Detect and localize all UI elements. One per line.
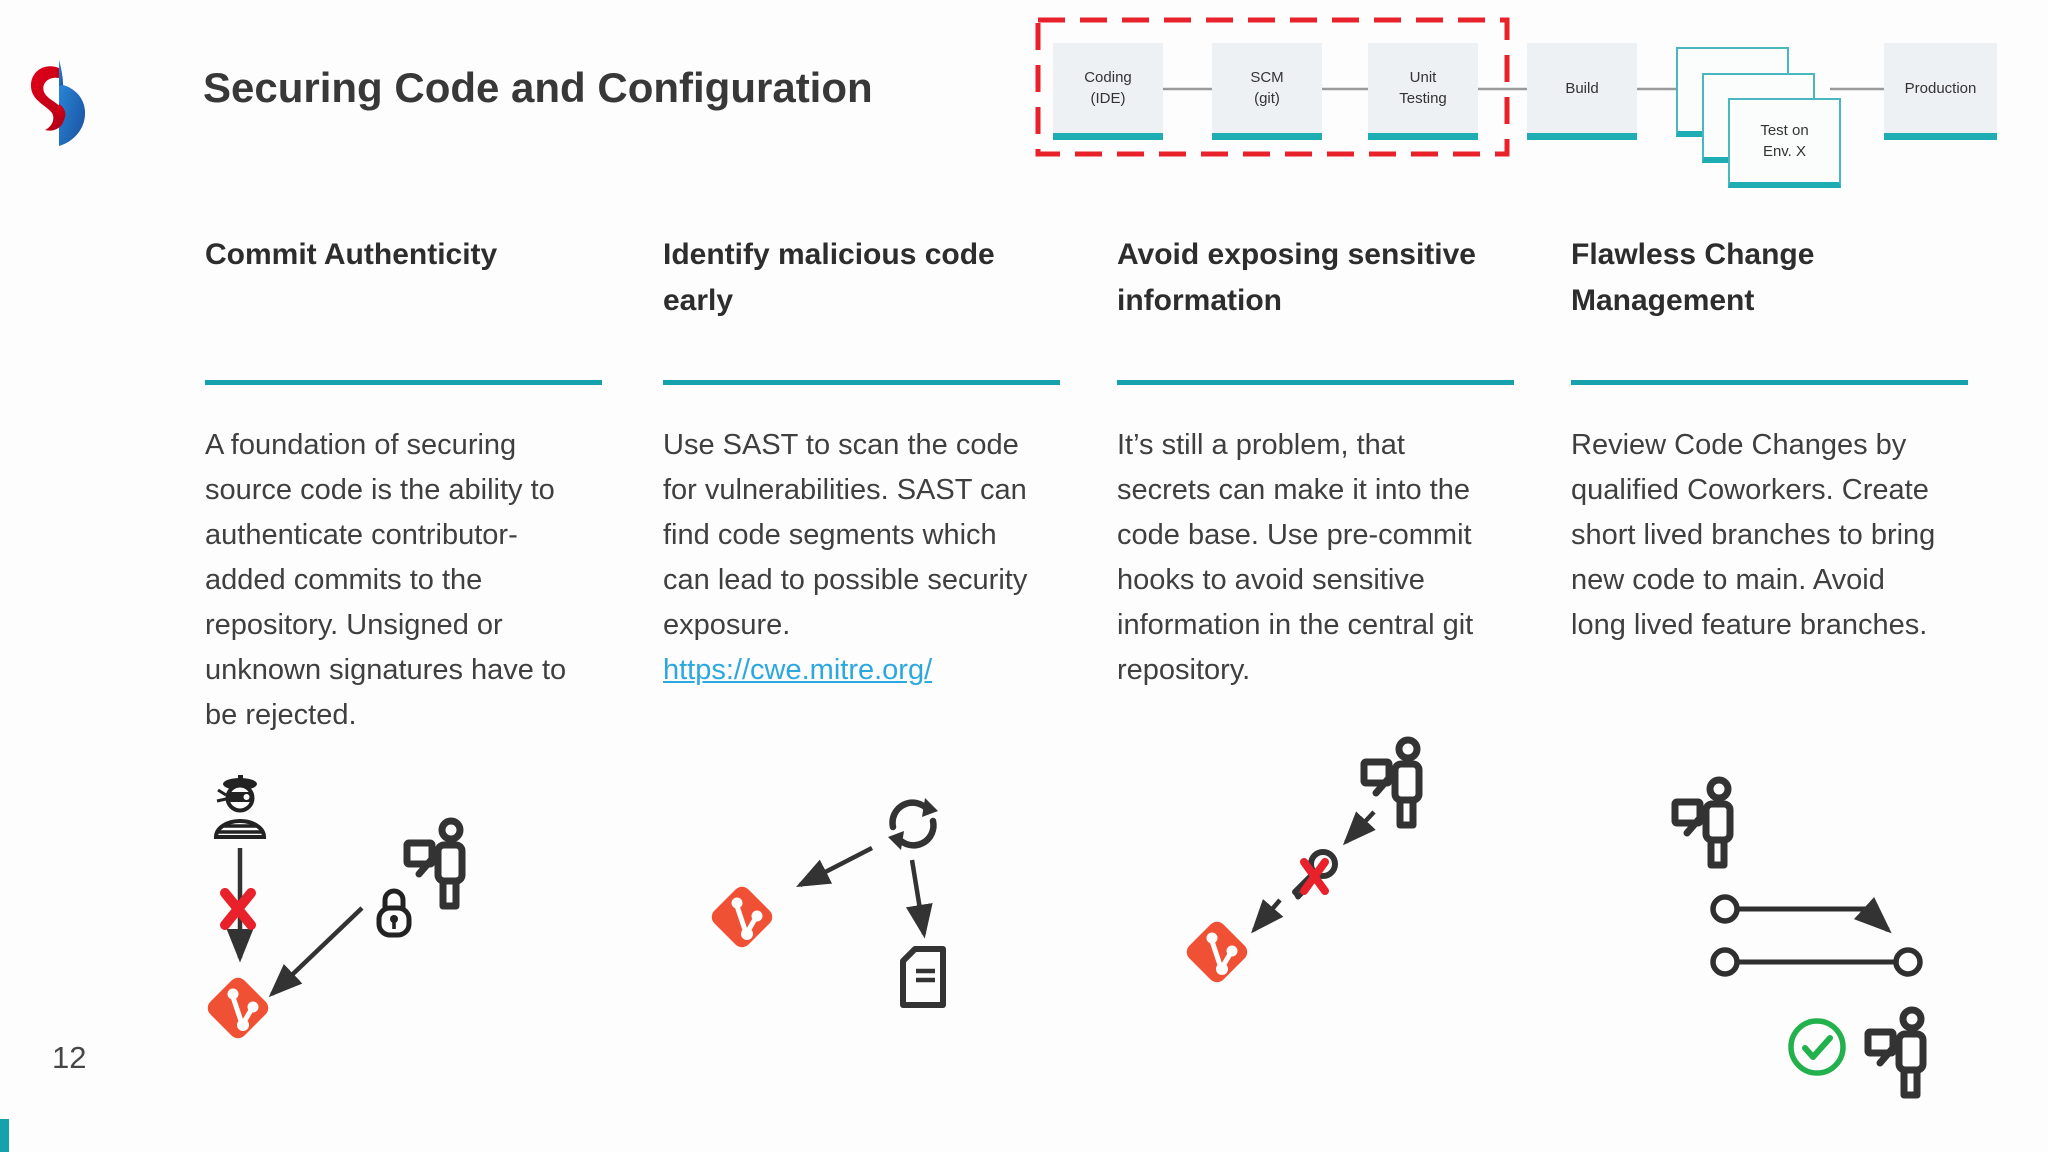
stage-label: Production <box>1904 79 1977 97</box>
stage-build: Build <box>1527 43 1637 140</box>
stage-label: Env. X <box>1762 143 1807 160</box>
stage-label: (IDE) <box>1090 90 1126 107</box>
lock-icon <box>376 888 412 938</box>
cross-mark-icon <box>1300 858 1329 895</box>
corner-accent-bar <box>0 1119 9 1152</box>
accent-rule <box>663 380 1060 385</box>
thief-icon <box>213 775 267 839</box>
column-flawless-change-management: Flawless Change Management Review Code C… <box>1571 232 1968 648</box>
swisscom-logo <box>30 60 86 146</box>
page-title: Securing Code and Configuration <box>203 64 873 111</box>
cross-mark-icon <box>220 888 256 930</box>
column-body: A foundation of securing source code is … <box>205 429 567 731</box>
stage-test-env-card-front: Test on Env. X <box>1728 98 1841 188</box>
stage-production: Production <box>1884 43 1997 140</box>
accent-rule <box>1117 380 1514 385</box>
developer-icon <box>1671 776 1734 869</box>
column-body: It’s still a problem, that secrets can m… <box>1117 429 1474 686</box>
stage-label: Unit <box>1409 69 1437 86</box>
arrow-to-git <box>1251 898 1284 934</box>
branch-merge-icon <box>1710 894 1923 977</box>
check-circle-icon <box>1788 1018 1846 1076</box>
column-body: Review Code Changes by qualified Coworke… <box>1571 429 1936 641</box>
git-icon <box>711 886 773 948</box>
stage-scm-git: SCM (git) <box>1212 43 1322 140</box>
column-heading: Avoid exposing sensitive information <box>1117 238 1476 317</box>
column-heading: Commit Authenticity <box>205 238 498 271</box>
stage-label: Testing <box>1399 90 1447 107</box>
stage-label: SCM <box>1250 69 1284 86</box>
arrow-to-key <box>1342 810 1376 846</box>
stage-label: Build <box>1565 79 1599 97</box>
arrow-to-git <box>795 845 874 888</box>
stage-label: (git) <box>1254 90 1280 107</box>
stage-unit-testing: Unit Testing <box>1368 43 1478 140</box>
column-body: Use SAST to scan the code for vulnerabil… <box>663 429 1028 641</box>
accent-rule <box>205 380 602 385</box>
git-icon <box>207 977 269 1039</box>
developer-icon <box>1864 1006 1927 1099</box>
column-avoid-exposing-secrets: Avoid exposing sensitive information It’… <box>1117 232 1514 693</box>
column-commit-authenticity: Commit Authenticity A foundation of secu… <box>205 232 602 738</box>
page-number: 12 <box>52 1040 87 1075</box>
cwe-mitre-link[interactable]: https://cwe.mitre.org/ <box>663 654 933 686</box>
key-icon <box>1292 849 1338 900</box>
stage-coding-ide: Coding (IDE) <box>1053 43 1163 140</box>
sync-icon <box>888 798 938 850</box>
diagonal-arrow <box>268 906 364 998</box>
column-heading: Flawless Change Management <box>1571 238 1815 317</box>
git-icon <box>1186 921 1248 983</box>
stage-label: Coding <box>1084 69 1132 86</box>
developer-icon <box>403 817 466 910</box>
stage-label: Test on <box>1760 122 1809 139</box>
arrow-to-document <box>905 859 933 939</box>
column-heading: Identify malicious code early <box>663 238 995 317</box>
column-identify-malicious-code: Identify malicious code early Use SAST t… <box>663 232 1060 693</box>
document-icon <box>900 946 946 1008</box>
accent-rule <box>1571 380 1968 385</box>
developer-icon <box>1360 736 1423 829</box>
